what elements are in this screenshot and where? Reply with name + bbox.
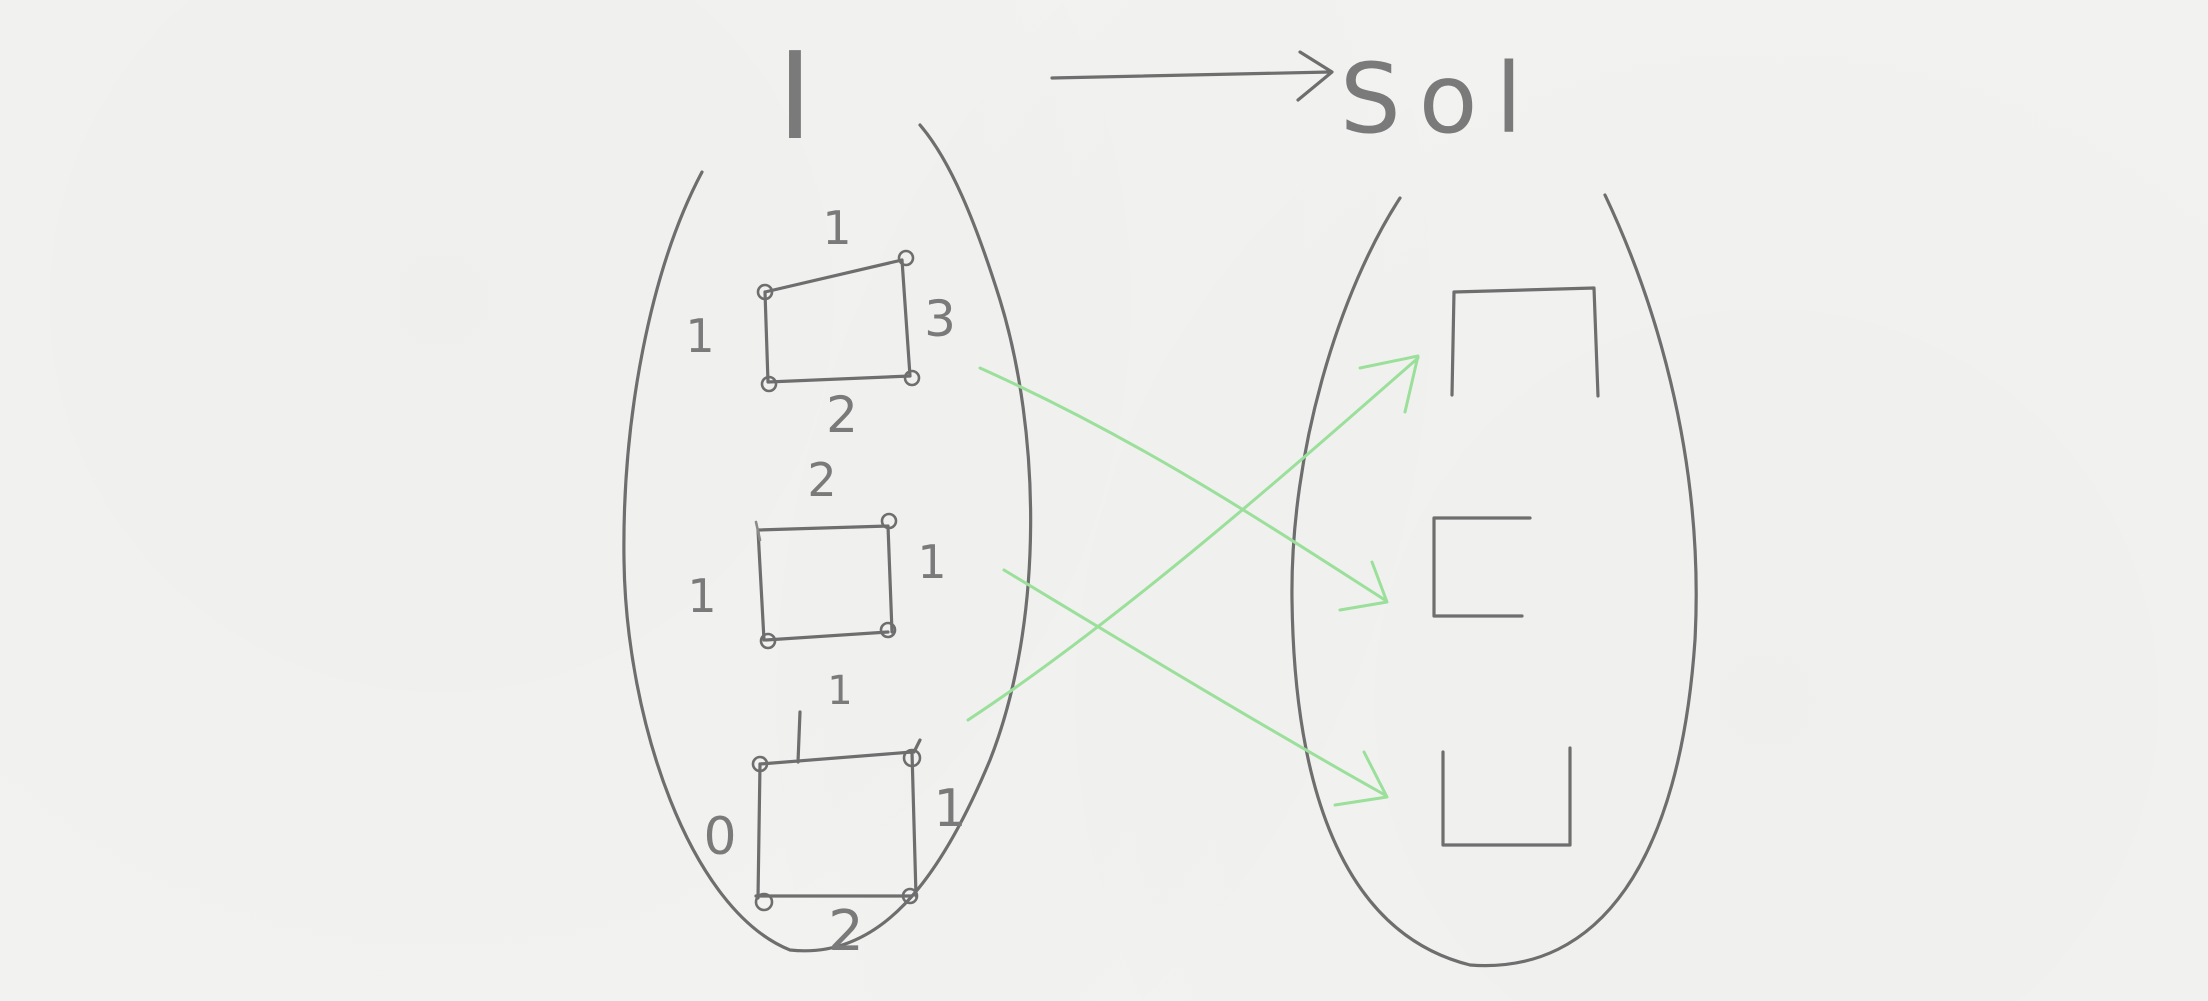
solution-shape-2 bbox=[1432, 516, 1532, 618]
instance-3-top-weight: 1 bbox=[827, 668, 852, 714]
instance-2-top-weight: 2 bbox=[807, 453, 836, 507]
instance-3-bottom-weight: 2 bbox=[828, 899, 864, 964]
mapping-arrow-3 bbox=[966, 354, 1420, 722]
instance-3-right-weight: 1 bbox=[933, 779, 966, 839]
mapping-arrow-2 bbox=[1002, 568, 1389, 807]
instance-1-right-weight: 3 bbox=[924, 290, 956, 348]
set-mapping-arrow bbox=[1050, 50, 1334, 102]
instance-2: 2 1 1 bbox=[687, 453, 947, 650]
instance-3-left-weight: 0 bbox=[703, 807, 736, 867]
source-set-boundary bbox=[622, 123, 1033, 953]
source-set-label: I bbox=[777, 28, 812, 167]
instance-1-left-weight: 1 bbox=[685, 309, 714, 363]
solution-shape-3 bbox=[1441, 746, 1572, 847]
instance-2-right-weight: 1 bbox=[917, 535, 946, 589]
target-set-boundary bbox=[1290, 193, 1698, 968]
instance-1-bottom-weight: 2 bbox=[826, 386, 858, 444]
target-set-label: Sol bbox=[1340, 43, 1540, 155]
solution-shape-1 bbox=[1450, 286, 1600, 398]
instance-1: 1 1 3 2 bbox=[685, 201, 956, 444]
instance-1-top-weight: 1 bbox=[822, 201, 851, 255]
instance-3: 1 0 1 2 bbox=[703, 668, 966, 964]
mapping-arrow-1 bbox=[978, 366, 1389, 612]
instance-2-left-weight: 1 bbox=[687, 569, 716, 623]
